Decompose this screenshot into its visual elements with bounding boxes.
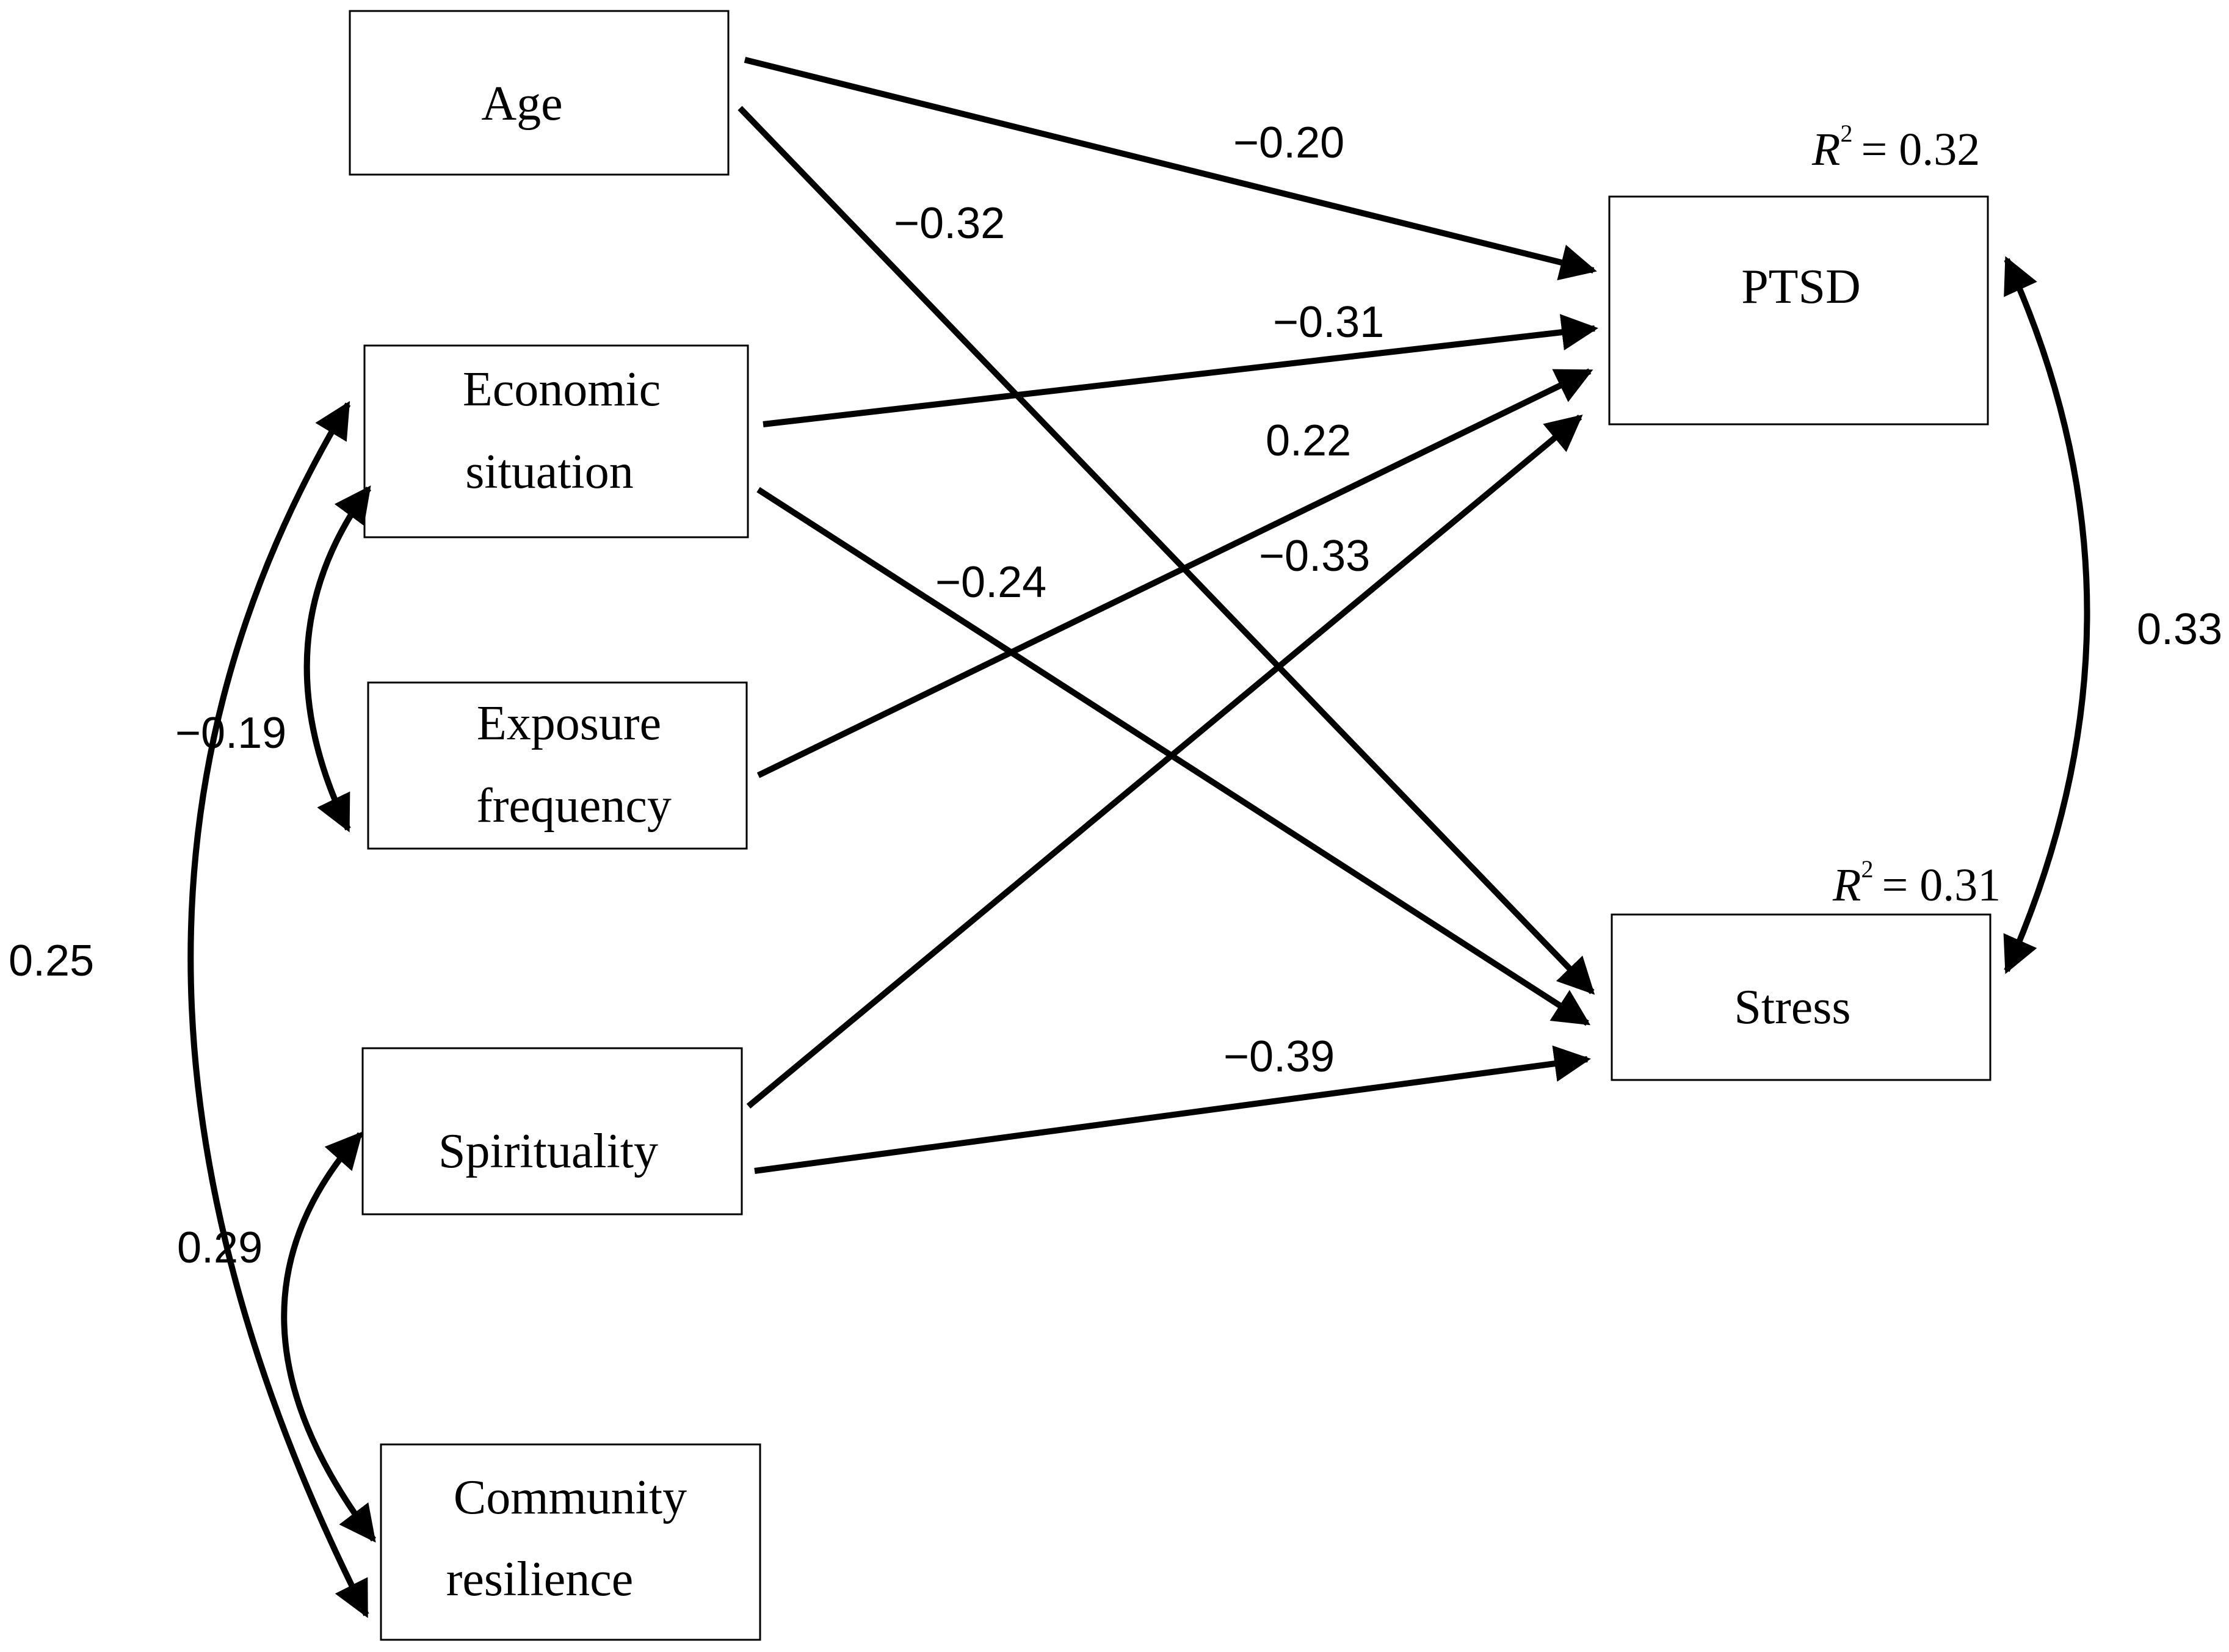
node-economic-label-line2: situation (465, 445, 634, 499)
r2-ptsd: R2= 0.32 (1811, 120, 1980, 175)
corr-spirituality-community (281, 1131, 376, 1543)
node-exposure-label-line2: frequency (476, 779, 672, 833)
node-ptsd-label: PTSD (1741, 260, 1861, 314)
path-age-to-ptsd (744, 57, 1597, 281)
label-age-ptsd: −0.20 (1233, 118, 1344, 167)
label-corr-economic-exposure: −0.19 (175, 709, 286, 758)
label-spirituality-stress: −0.39 (1223, 1032, 1335, 1081)
node-community-label-line2: resilience (446, 1552, 633, 1606)
label-age-stress: −0.32 (894, 199, 1005, 248)
node-community-label-line1: Community (454, 1471, 687, 1524)
node-community-resilience[interactable]: Community resilience (380, 1443, 761, 1641)
node-ptsd[interactable]: PTSD (1608, 195, 1989, 426)
node-exposure-frequency[interactable]: Exposure frequency (367, 681, 748, 850)
node-economic-label-line1: Economic (463, 363, 661, 416)
label-spirituality-ptsd: −0.33 (1259, 532, 1370, 581)
path-age-to-stress (738, 106, 1595, 995)
path-spirituality-to-ptsd (746, 415, 1583, 1109)
label-corr-spirituality-community: 0.29 (177, 1223, 263, 1272)
corr-ptsd-stress (2003, 256, 2090, 974)
node-economic-situation[interactable]: Economic situation (363, 344, 749, 538)
node-exposure-label-line1: Exposure (477, 697, 661, 750)
node-stress[interactable]: Stress (1611, 913, 1992, 1081)
label-corr-ptsd-stress: 0.33 (2137, 605, 2222, 654)
corr-economic-community (187, 400, 369, 1618)
label-economic-ptsd: −0.31 (1273, 298, 1384, 347)
node-spirituality-label: Spirituality (438, 1125, 658, 1178)
path-spirituality-to-stress (754, 1045, 1591, 1174)
node-stress-label: Stress (1734, 980, 1850, 1034)
r2-stress: R2= 0.31 (1832, 855, 2001, 911)
node-age-label: Age (481, 77, 562, 131)
node-spirituality[interactable]: Spirituality (361, 1047, 743, 1215)
label-corr-economic-community: 0.25 (9, 936, 94, 985)
path-exposure-to-ptsd (756, 368, 1593, 778)
label-economic-stress: −0.24 (935, 558, 1046, 607)
node-age[interactable]: Age (349, 10, 730, 176)
corr-economic-exposure (303, 485, 372, 833)
label-exposure-ptsd: 0.22 (1266, 416, 1351, 465)
path-economic-to-ptsd (763, 314, 1598, 427)
